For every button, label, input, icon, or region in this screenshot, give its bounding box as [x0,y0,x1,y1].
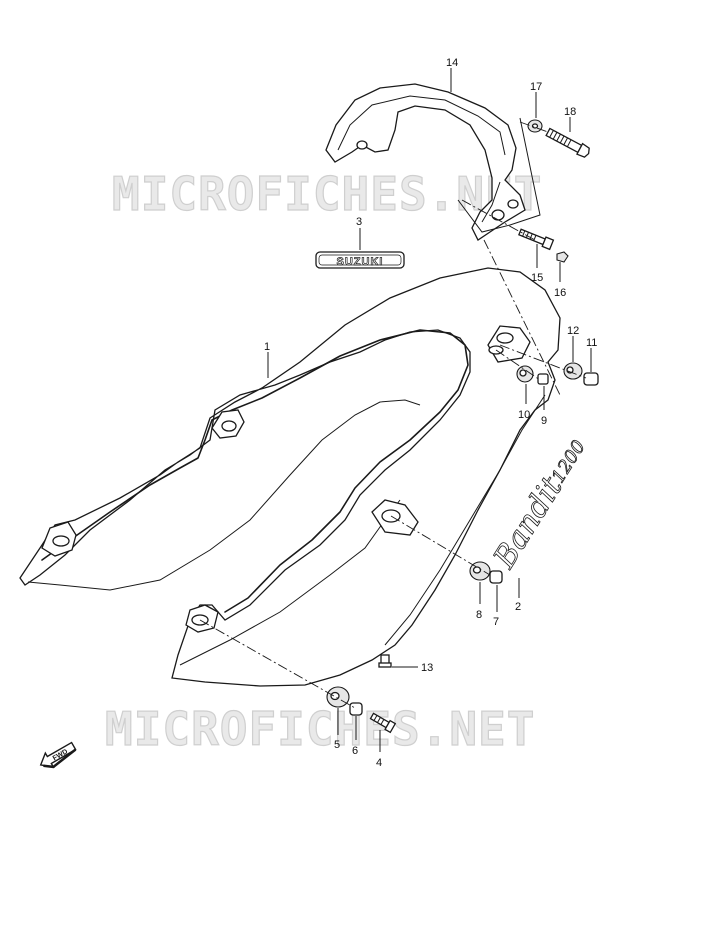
callout-9: 9 [541,415,547,427]
callout-18: 18 [564,106,576,118]
fwd-arrow-icon: FWD [39,741,77,769]
bolt-15 [518,228,555,251]
collar-9 [537,373,549,385]
callout-2: 2 [515,601,521,613]
callout-1: 1 [264,341,270,353]
screw-13 [378,654,392,668]
callout-3: 3 [356,216,362,228]
callout-16: 16 [554,287,566,299]
decal-model-text: Bandit [487,470,571,575]
grommet-10 [516,365,534,383]
callout-8: 8 [476,609,482,621]
grommet-12 [563,362,583,380]
callout-4: 4 [376,757,382,769]
screw-4 [369,712,397,734]
callout-11: 11 [586,337,597,349]
grab-rail [325,83,526,241]
callout-15: 15 [531,272,543,284]
callout-10: 10 [518,409,530,421]
suzuki-emblem: SUZUKI [315,251,405,269]
callout-7: 7 [493,616,499,628]
callout-17: 17 [530,81,542,93]
callout-12: 12 [567,325,579,337]
seat-tail-cover [19,267,561,687]
collar-11 [583,372,599,386]
watermark-top: MICROFICHES.NET [112,167,542,221]
callout-14: 14 [446,57,458,69]
clip-16 [556,251,569,263]
callout-6: 6 [352,745,358,757]
washer-17 [527,119,543,133]
leader-lines [267,68,592,752]
bolt-18 [545,127,590,158]
callout-5: 5 [334,739,340,751]
collar-6 [349,702,363,716]
suzuki-emblem-text: SUZUKI [337,256,384,268]
collar-7 [489,570,503,584]
callout-numbers: 14 17 18 3 15 16 1 12 11 10 9 2 8 7 13 5… [264,57,597,769]
assembly-lines [199,121,587,709]
callout-13: 13 [421,662,433,674]
watermark-bottom: MICROFICHES.NET [105,702,535,756]
grommet-5 [326,686,350,708]
decal-displacement-text: 1200 [548,437,590,487]
grab-rail-bracket [457,117,541,233]
